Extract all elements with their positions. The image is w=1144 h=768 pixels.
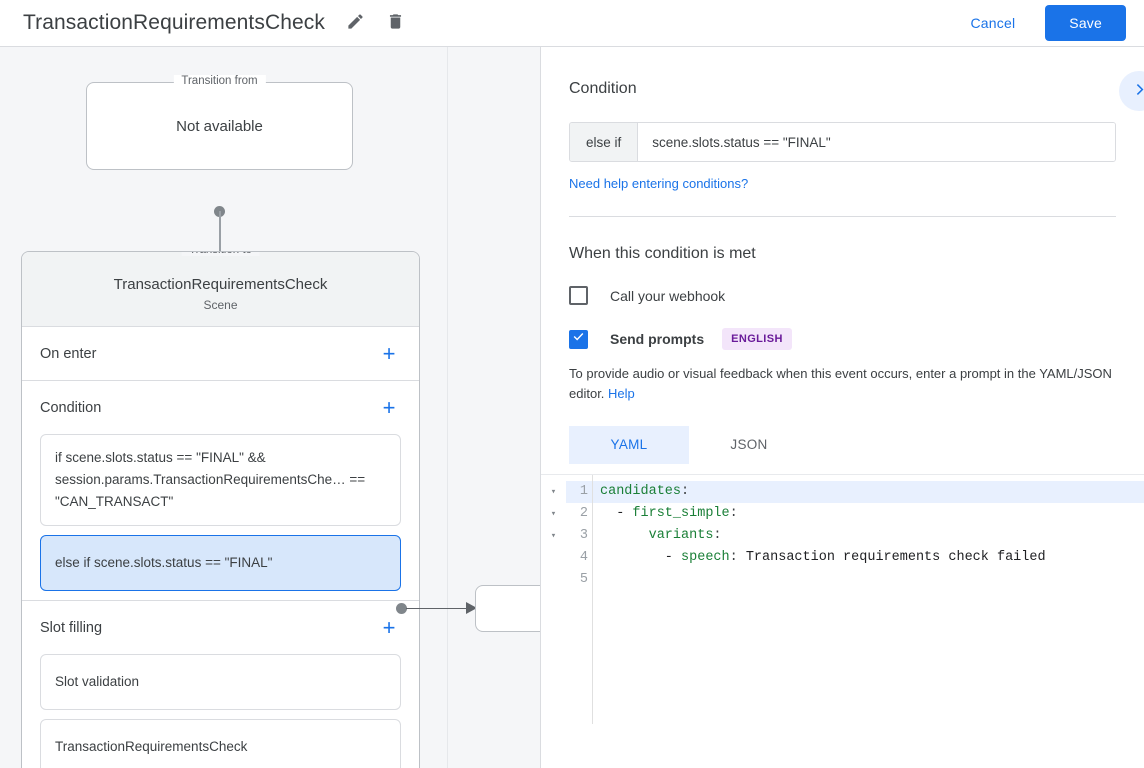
section-divider [22,380,419,381]
transition-to-legend: Transition to [181,252,260,256]
condition-met-section: When this condition is met Call your web… [541,217,1144,724]
yaml-key: variants [648,527,714,543]
webhook-row: Call your webhook [569,286,1116,305]
slot-filling-item[interactable]: Slot validation [40,654,401,710]
send-prompts-label: Send prompts [610,331,705,347]
editor-format-tabs: YAML JSON [569,425,1116,464]
when-condition-met-heading: When this condition is met [569,245,756,262]
edit-name-button[interactable] [339,7,371,39]
editor-line-number: 5 [579,571,588,587]
transition-from-legend: Transition from [173,75,266,87]
editor-line-number: 1 [566,480,592,503]
yaml-punct: : [729,549,746,565]
editor-line[interactable]: candidates: [593,480,1144,503]
code-editor[interactable]: ▾ ▾ ▾ 1 2 3 4 5 candidates: - first_simple: va… [541,473,1144,724]
cancel-button[interactable]: Cancel [959,6,1028,40]
editor-line[interactable]: - speech: Transaction requirements check… [600,549,1046,565]
next-node-card[interactable] [475,585,540,632]
chevron-right-icon [1131,81,1144,101]
help-link[interactable]: Help [608,385,635,401]
call-webhook-checkbox[interactable] [569,286,588,305]
connector-line [219,211,221,257]
fold-spacer [541,547,566,569]
section-slot-filling: Slot filling + [22,601,419,654]
condition-field-row: else if [569,122,1116,162]
section-on-enter: On enter + [22,327,419,380]
call-webhook-label: Call your webhook [610,287,726,304]
yaml-punct: : [713,527,722,543]
editor-line[interactable]: variants: [593,525,1144,547]
add-condition-button[interactable]: + [377,396,401,420]
editor-line-number: 3 [579,527,588,543]
panel-divider [569,216,1116,217]
need-help-conditions-link[interactable]: Need help entering conditions? [569,176,749,191]
scene-type: Scene [203,298,238,312]
section-condition: Condition + [22,381,419,434]
outgoing-connector-arrow-icon [466,602,477,614]
page-title: TransactionRequirementsCheck [23,11,325,34]
fold-spacer [541,569,566,591]
send-prompts-checkbox[interactable] [569,329,588,349]
flow-canvas[interactable]: Transition from Not available Transition… [0,47,540,768]
yaml-key: candidates [600,483,682,499]
fold-toggle-icon[interactable]: ▾ [550,508,557,519]
condition-item-selected[interactable]: else if scene.slots.status == "FINAL" [40,535,401,591]
trash-icon [386,12,405,34]
yaml-punct: : [729,505,738,521]
transition-from-card[interactable]: Transition from Not available [86,75,353,170]
pencil-icon [346,12,365,34]
scene-name: TransactionRequirementsCheck [113,276,328,293]
yaml-punct: : [681,483,690,499]
transition-from-value: Not available [176,117,263,135]
condition-section: Condition else if Need help entering con… [541,47,1144,217]
top-app-bar: TransactionRequirementsCheck Cancel Save [0,0,1144,47]
slot-filling-item[interactable]: TransactionRequirementsCheck [40,719,401,768]
editor-line[interactable]: - first_simple: [600,505,738,521]
add-slot-filling-button[interactable]: + [377,616,401,640]
transition-to-card: Transition to TransactionRequirementsChe… [21,251,420,768]
prompts-helper-sentence: To provide audio or visual feedback when… [569,366,1112,401]
outgoing-connector-dot [396,603,407,614]
language-badge: ENGLISH [722,328,792,350]
topbar-actions: Cancel Save [959,5,1126,41]
yaml-key: first_simple [632,505,730,521]
details-panel: Condition else if Need help entering con… [540,47,1144,768]
yaml-key: speech [681,549,730,565]
fold-toggle-icon[interactable]: ▾ [550,530,557,541]
save-button[interactable]: Save [1045,5,1126,41]
send-prompts-row: Send prompts ENGLISH [569,328,1116,350]
editor-line-number: 2 [579,505,588,521]
add-on-enter-button[interactable]: + [377,342,401,366]
editor-line-numbers: 1 2 3 4 5 [566,474,593,724]
condition-item[interactable]: if scene.slots.status == "FINAL" && sess… [40,434,401,526]
yaml-value: Transaction requirements check failed [745,549,1046,565]
section-on-enter-title: On enter [40,345,97,362]
collapse-panel-button[interactable] [1119,71,1144,111]
editor-content[interactable]: candidates: - first_simple: variants: - … [593,475,1144,724]
section-divider [22,600,419,601]
delete-button[interactable] [379,7,411,39]
editor-fold-gutter[interactable]: ▾ ▾ ▾ [541,474,566,724]
condition-prefix-label: else if [570,123,639,161]
canvas-guide-line [447,47,448,768]
section-condition-title: Condition [40,399,102,416]
checkmark-icon [572,330,585,348]
condition-heading: Condition [569,80,637,97]
condition-input[interactable] [638,123,1115,161]
scene-header[interactable]: TransactionRequirementsCheck Scene [22,252,419,327]
section-slot-filling-title: Slot filling [40,619,103,636]
fold-toggle-icon[interactable]: ▾ [550,486,557,497]
editor-line[interactable] [593,569,1144,591]
tab-yaml[interactable]: YAML [569,425,689,464]
editor-line-number: 4 [579,549,588,565]
tab-json[interactable]: JSON [689,426,809,464]
outgoing-connector-line [406,607,474,609]
prompts-helper-text: To provide audio or visual feedback when… [569,364,1116,404]
